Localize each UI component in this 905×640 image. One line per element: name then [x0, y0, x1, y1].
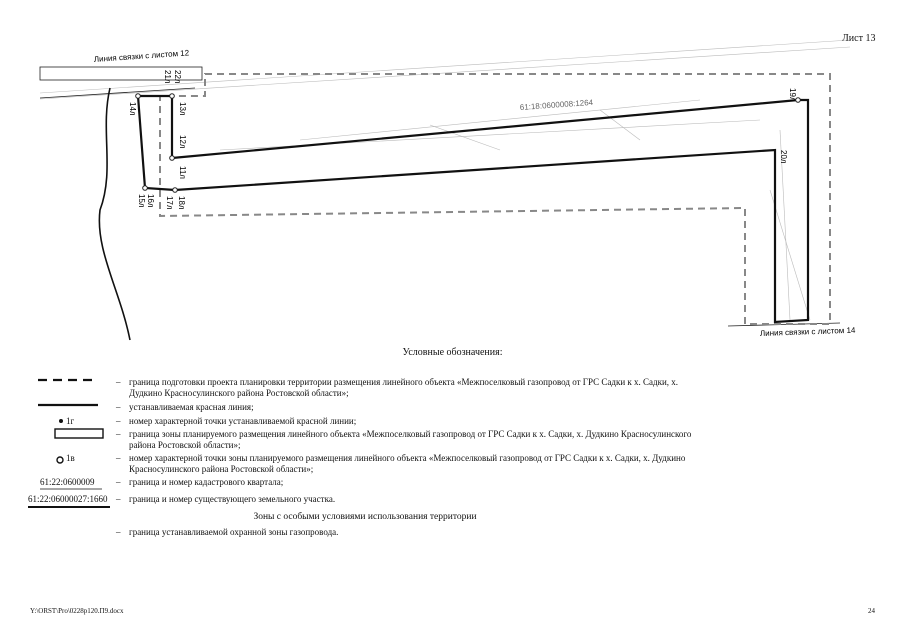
legend-symbol-label: 1г: [66, 416, 75, 426]
sheet-label: Лист 13: [842, 33, 876, 44]
rectangle-symbol: [54, 428, 104, 439]
link-line-top: [39, 66, 203, 99]
point-label: 19л: [788, 88, 797, 102]
point-label: 15л: [137, 194, 146, 208]
point-label: 13л: [178, 102, 187, 116]
legend-text: номер характерной точки устанавливаемой …: [129, 416, 357, 426]
dot-symbol: [59, 419, 63, 423]
legend-text: номер характерной точки зоны планируемог…: [129, 453, 686, 474]
point-label: 22л: [173, 70, 182, 84]
point-label: 18л: [177, 196, 186, 210]
red-line: [136, 94, 810, 324]
quarter-boundary-symbol: [40, 488, 102, 490]
land-plot-boundary-symbol: [28, 506, 110, 508]
point-label: 17л: [165, 196, 174, 210]
legend-text: граница и номер кадастрового квартала;: [129, 477, 284, 487]
link-label-top: Линия связки с листом 12: [94, 48, 190, 64]
legend-text: граница и номер существующего земельного…: [129, 494, 336, 504]
map-background-strokes: [39, 39, 851, 321]
legend-title: Условные обозначения:: [402, 347, 503, 358]
legend-symbol-label: 61:22:0600009: [40, 477, 95, 487]
point-label: 20л: [779, 150, 788, 164]
planning-boundary: [159, 73, 831, 325]
point-labels: 14л 13л 12л 11л 15л 16л 17л 18л 19л 20л …: [128, 70, 797, 210]
link-label-bottom: Линия связки с листом 14: [760, 326, 856, 338]
legend-symbol-label: 61:22:06000027:1660: [28, 494, 108, 504]
legend-text: граница устанавливаемой охранной зоны га…: [129, 527, 339, 537]
point-label: 11л: [178, 166, 187, 179]
characteristic-points: [135, 93, 801, 193]
river-line: [98, 87, 131, 341]
legend-symbol-label: 1в: [66, 453, 75, 463]
cadastral-label: 61:18:0600008:1264: [520, 98, 594, 112]
legend-text: устанавливаемая красная линия;: [129, 402, 254, 412]
legend-text: граница подготовки проекта планировки те…: [129, 377, 679, 398]
map-drawing: Линия связки с листом 12 Линия связки с …: [39, 39, 856, 341]
solid-line-symbol: [38, 403, 98, 407]
file-path: Y:\ORST\Pro\0228p120.П9.docx: [30, 607, 124, 615]
point-label: 12л: [178, 135, 187, 149]
circle-symbol: [56, 456, 64, 464]
page-number: 24: [868, 607, 875, 615]
point-label: 14л: [128, 102, 137, 116]
point-label: 21л: [163, 70, 172, 84]
legend-text: граница зоны планируемого размещения лин…: [129, 429, 692, 450]
dashed-line-symbol: [38, 378, 98, 382]
point-label: 16л: [146, 194, 155, 208]
link-line-bottom: [727, 322, 841, 327]
zones-title: Зоны с особыми условиями использования т…: [253, 512, 477, 522]
